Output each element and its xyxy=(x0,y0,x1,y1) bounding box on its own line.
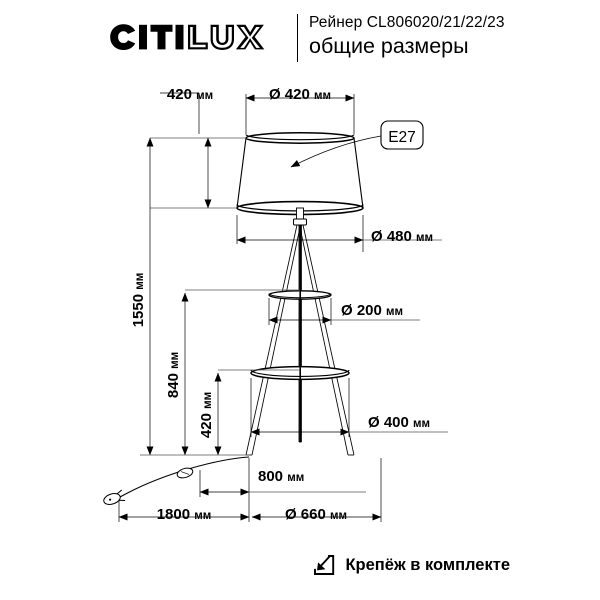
label-shade-top-dia: Ø 420 мм xyxy=(269,86,331,103)
label-cord-length: 1800 мм xyxy=(157,506,212,523)
citilux-logo xyxy=(100,16,290,58)
header-divider xyxy=(297,14,298,62)
model-code: Рейнер CL806020/21/22/23 xyxy=(309,14,505,31)
dimension-lines xyxy=(118,92,448,522)
e27-callout xyxy=(290,120,424,168)
lamp-socket-collar xyxy=(293,207,307,226)
power-cord xyxy=(103,456,250,505)
footer-note: Крепёж в комплекте xyxy=(345,555,510,574)
label-base-dia: Ø 660 мм xyxy=(285,506,347,523)
label-upper-shelf-dia: Ø 200 мм xyxy=(341,302,403,319)
label-total-height: 1550 мм xyxy=(130,273,147,328)
page-header: Рейнер CL806020/21/22/23 общие размеры xyxy=(0,0,600,72)
tripod-legs xyxy=(245,224,355,456)
lamp-shade xyxy=(236,132,364,216)
label-e27: E27 xyxy=(388,129,416,146)
arrow-into-box-icon xyxy=(310,552,336,578)
dimension-labels: 420 мм Ø 420 мм E27 Ø 480 мм Ø 200 мм Ø … xyxy=(130,86,433,523)
label-upper-shelf-height: 840 мм xyxy=(165,352,182,398)
label-lower-shelf-dia: Ø 400 мм xyxy=(368,414,430,431)
label-shade-height: 420 мм xyxy=(167,86,213,103)
page-footer: Крепёж в комплекте xyxy=(0,552,600,592)
label-lower-shelf-height: 420 мм xyxy=(198,392,215,438)
label-shade-bottom-dia: Ø 480 мм xyxy=(371,228,433,245)
label-base-half-width: 800 мм xyxy=(258,468,304,485)
page-title: общие размеры xyxy=(309,34,469,58)
